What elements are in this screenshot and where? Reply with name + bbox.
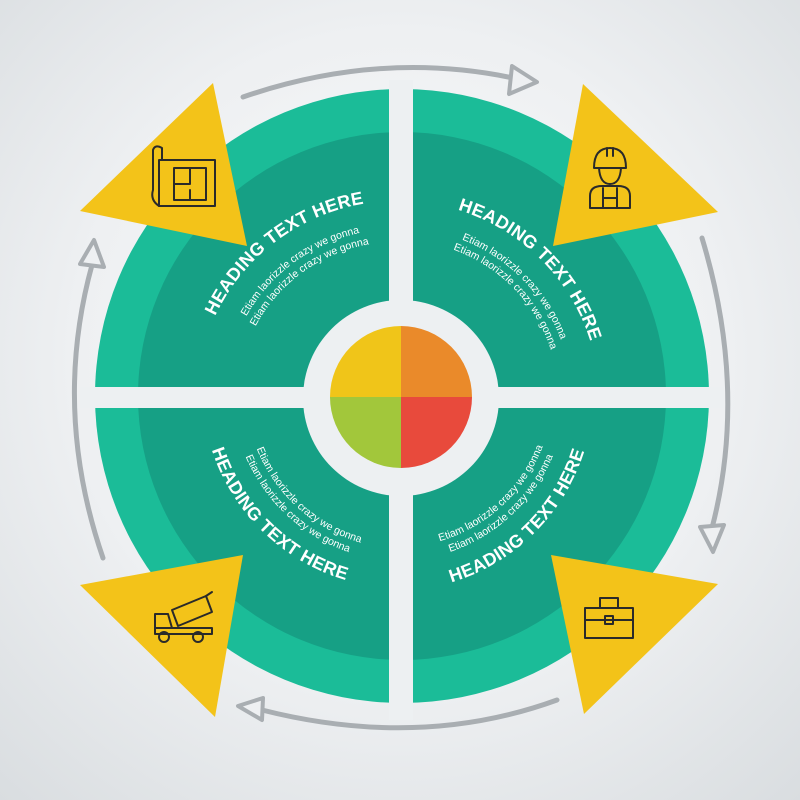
pie-bottom-right	[401, 397, 472, 468]
toolbox-icon	[584, 597, 634, 639]
center-pie	[330, 326, 472, 468]
triangle-bottom-left	[80, 555, 243, 717]
arrow-left	[71, 262, 106, 561]
arrow-right-head	[698, 523, 726, 554]
triangle-bottom-right	[551, 555, 718, 714]
blueprint-icon	[151, 145, 216, 207]
pie-top-right	[401, 326, 472, 397]
arrow-top	[240, 65, 516, 100]
arrow-right	[699, 235, 731, 531]
cycle-arrows	[71, 64, 731, 731]
arrow-top-head	[507, 64, 539, 96]
triangle-top-right	[553, 84, 718, 246]
triangle-top-left	[80, 83, 247, 246]
arrow-left-head	[78, 238, 106, 269]
pie-top-left	[330, 326, 401, 397]
arrow-bottom	[259, 697, 560, 731]
pie-bottom-left	[330, 397, 401, 468]
worker-icon	[589, 147, 631, 209]
arrow-bottom-head	[236, 696, 265, 722]
concrete-mixer-truck-icon	[154, 591, 213, 643]
